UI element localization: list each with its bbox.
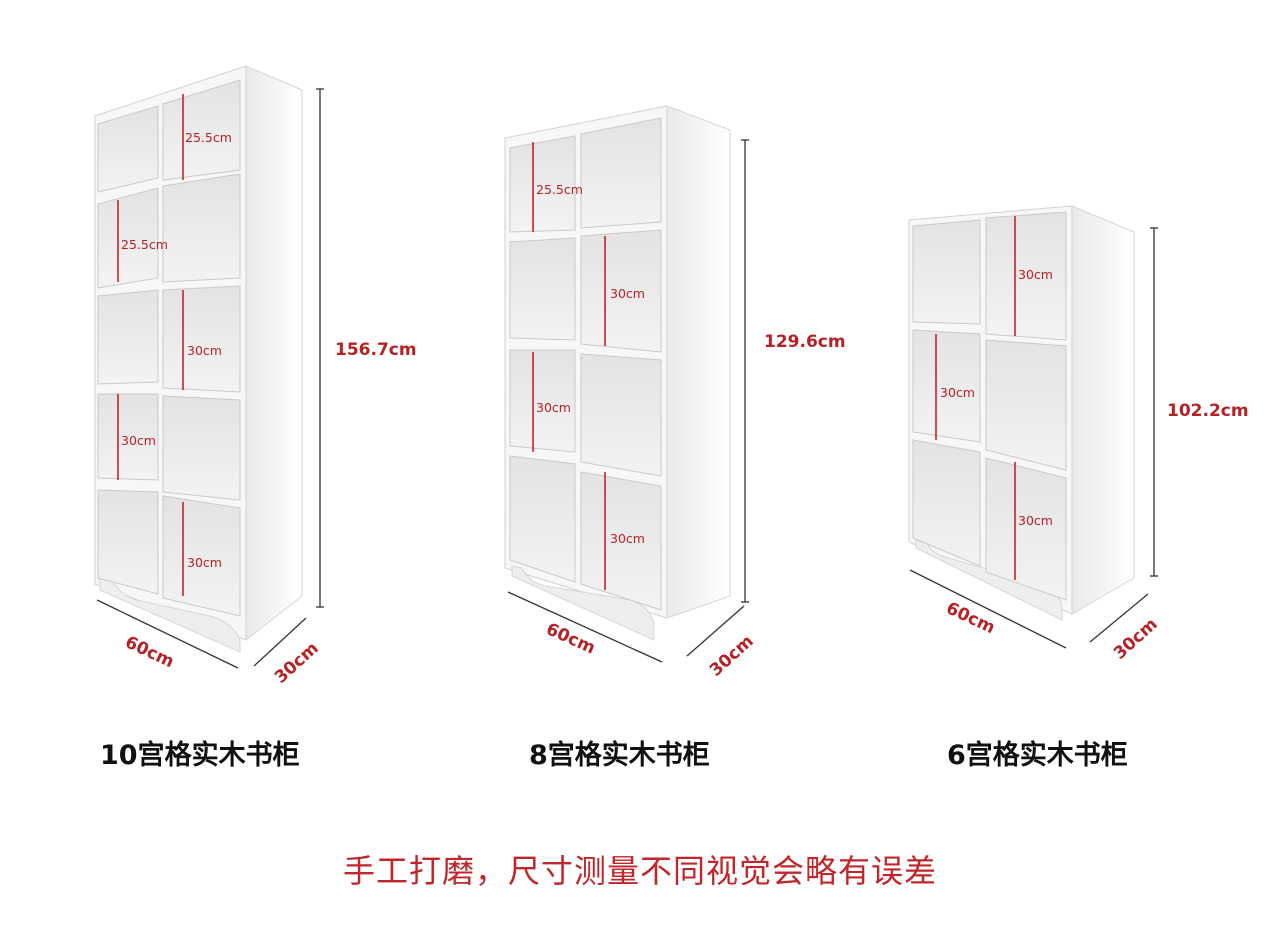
compartment-label: 25.5cm <box>536 182 583 197</box>
height-label: 156.7cm <box>335 340 417 360</box>
bookcase-8: 25.5cm 30cm 30cm 30cm 129.6cm 60cm 30cm <box>504 105 846 681</box>
compartment-label: 25.5cm <box>185 130 232 145</box>
compartment-label: 30cm <box>121 433 156 448</box>
bookcase-10-title: 10宫格实木书柜 <box>100 740 300 771</box>
width-label: 60cm <box>543 619 598 658</box>
compartment-label: 30cm <box>187 555 222 570</box>
width-label: 60cm <box>122 632 177 672</box>
height-label: 129.6cm <box>764 332 846 352</box>
compartment-label: 30cm <box>940 385 975 400</box>
depth-label: 30cm <box>271 638 323 687</box>
bookcase-10: 25.5cm 25.5cm 30cm 30cm 30cm 156.7cm 60c… <box>94 65 417 688</box>
compartment-label: 30cm <box>1018 267 1053 282</box>
bookcase-6: 30cm 30cm 30cm 102.2cm 60cm 30cm <box>908 205 1249 664</box>
compartment-label: 30cm <box>1018 513 1053 528</box>
compartment-label: 30cm <box>610 531 645 546</box>
depth-dimension: 30cm <box>686 605 758 681</box>
compartment-label: 30cm <box>536 400 571 415</box>
bookcase-6-title: 6宫格实木书柜 <box>947 740 1128 771</box>
height-dimension: 156.7cm <box>316 88 417 608</box>
width-label: 60cm <box>943 598 998 638</box>
compartment-label: 30cm <box>610 286 645 301</box>
footer-note: 手工打磨，尺寸测量不同视觉会略有误差 <box>342 852 937 890</box>
height-label: 102.2cm <box>1167 401 1249 421</box>
bookcase-8-title: 8宫格实木书柜 <box>529 740 710 771</box>
height-dimension: 129.6cm <box>741 139 846 603</box>
depth-label: 30cm <box>1110 614 1162 663</box>
compartment-label: 30cm <box>187 343 222 358</box>
depth-label: 30cm <box>706 631 758 680</box>
depth-dimension: 30cm <box>1089 593 1162 664</box>
compartment-label: 25.5cm <box>121 237 168 252</box>
depth-dimension: 30cm <box>253 617 323 688</box>
height-dimension: 102.2cm <box>1150 227 1249 577</box>
